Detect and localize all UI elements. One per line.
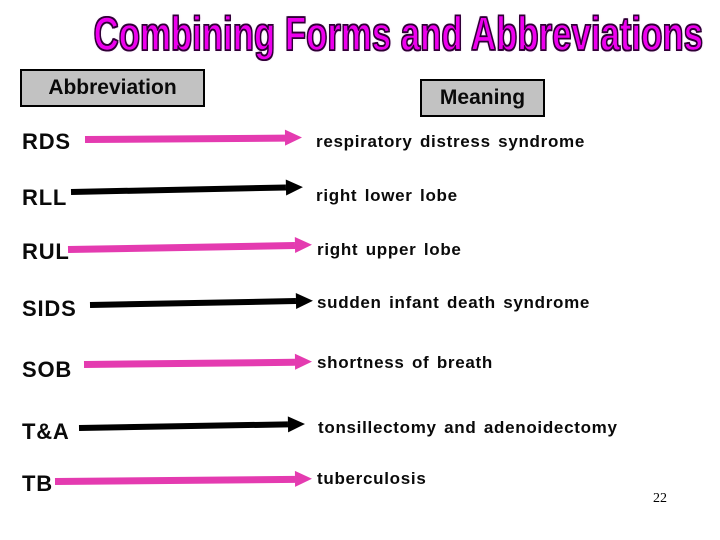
meaning-header-label: Meaning xyxy=(439,86,526,109)
slide-title: Combining Forms and Abbreviations xyxy=(93,6,704,61)
arrow-shaft xyxy=(70,184,287,195)
arrow-shaft xyxy=(83,358,296,368)
arrow-shaft xyxy=(54,475,296,485)
arrow-head xyxy=(294,236,313,254)
arrow-shaft xyxy=(67,241,296,253)
meaning-tb: tuberculosis xyxy=(317,469,427,488)
arrow-head xyxy=(295,292,314,310)
meaning-rds: respiratory distress syndrome xyxy=(316,132,586,151)
abbreviation-rul: RUL xyxy=(22,239,70,264)
meaning-ta: tonsillectomy and adenoidectomy xyxy=(318,418,618,437)
arrow-connector xyxy=(89,292,314,313)
abbreviation-tb: TB xyxy=(22,471,53,496)
abbreviation-header-box: Abbreviation xyxy=(20,69,205,107)
arrow-connector xyxy=(78,416,306,436)
meaning-sob: shortness of breath xyxy=(317,353,493,372)
arrow-head xyxy=(287,416,306,433)
abbreviation-rll: RLL xyxy=(22,185,68,210)
abbreviation-rds: RDS xyxy=(22,129,71,154)
arrow-head xyxy=(294,470,313,487)
meaning-header-box: Meaning xyxy=(420,79,545,117)
arrow-head xyxy=(284,129,303,146)
meaning-rul: right upper lobe xyxy=(317,240,462,259)
arrow-connector xyxy=(54,470,313,489)
meaning-rll: right lower lobe xyxy=(316,186,458,205)
arrow-connector xyxy=(67,236,313,257)
abbreviation-sob: SOB xyxy=(22,357,73,382)
page-number: 22 xyxy=(653,491,667,506)
arrow-shaft xyxy=(78,421,289,431)
abbreviation-header-label: Abbreviation xyxy=(48,76,177,99)
abbreviation-sids: SIDS xyxy=(22,296,77,321)
arrow-connector xyxy=(70,179,304,200)
meaning-sids: sudden infant death syndrome xyxy=(317,293,591,312)
arrow-shaft xyxy=(89,298,297,308)
arrow-head xyxy=(294,353,313,370)
arrow-connector xyxy=(84,129,303,147)
arrow-head xyxy=(285,179,304,196)
abbreviation-ta: T&A xyxy=(22,419,70,444)
arrow-connector xyxy=(83,353,313,372)
arrow-shaft xyxy=(84,134,286,143)
